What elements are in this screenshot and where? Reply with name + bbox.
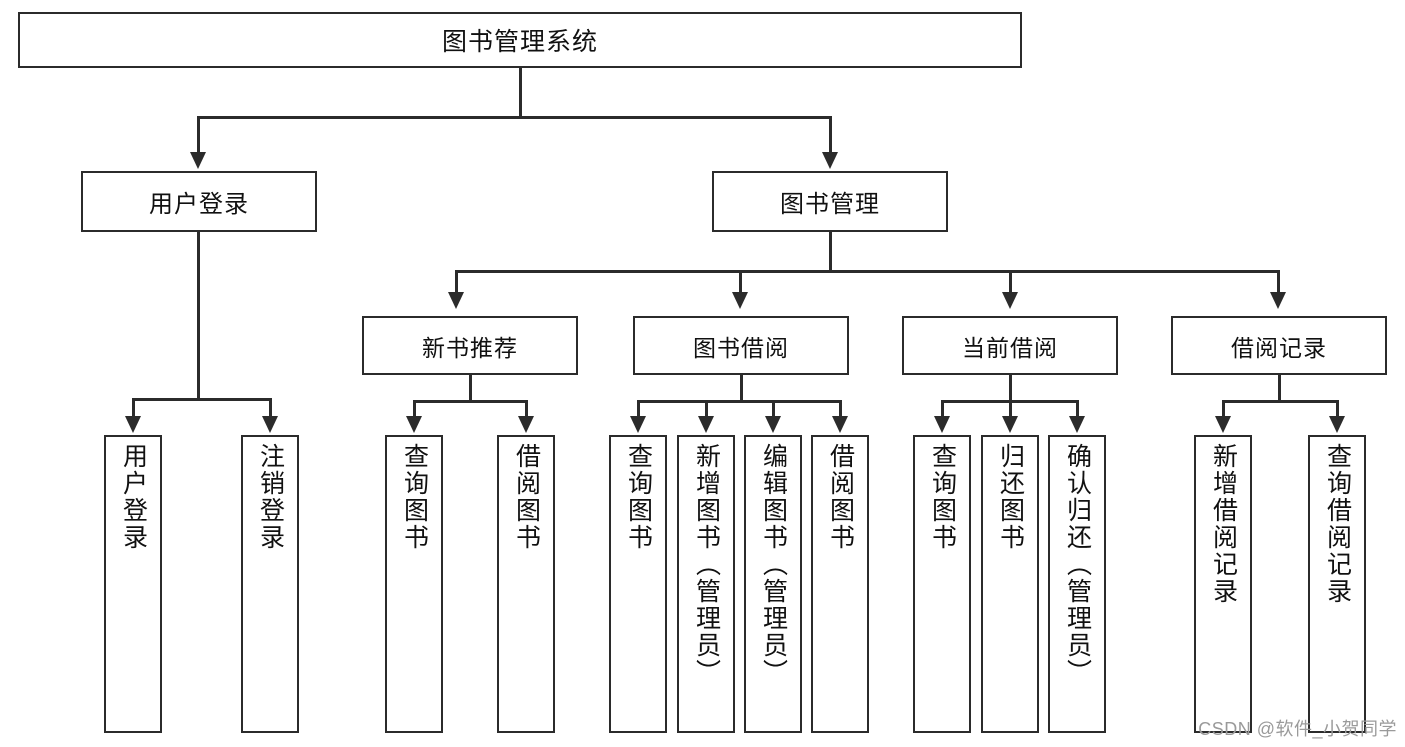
leaf-confirm-return-admin[interactable]: 确认归还（管理员） (1048, 435, 1106, 733)
arrowhead-to-leaf-query-book-1 (406, 416, 422, 433)
leaf-query-book-borrow[interactable]: 查询图书 (609, 435, 667, 733)
node-new-book-recommend[interactable]: 新书推荐 (362, 316, 578, 375)
leaf-label: 新增借阅记录 (1209, 443, 1238, 605)
leaf-query-book-new[interactable]: 查询图书 (385, 435, 443, 733)
connector-level2-bus (197, 116, 831, 119)
connector-to-leaf-query-book-3 (941, 400, 944, 418)
arrowhead-to-leaf-borrow-book-2 (832, 416, 848, 433)
connector-to-leaf-borrow-book-1 (525, 400, 528, 418)
arrowhead-to-leaf-user-login (125, 416, 141, 433)
connector-to-leaf-query-book-2 (637, 400, 640, 418)
arrowhead-to-leaf-add-book (698, 416, 714, 433)
connector-to-leaf-user-login (132, 398, 135, 418)
node-label: 图书借阅 (693, 334, 789, 361)
leaf-label: 用户登录 (119, 443, 148, 551)
node-label: 新书推荐 (422, 334, 518, 361)
arrowhead-to-leaf-query-book-2 (630, 416, 646, 433)
arrowhead-to-book-borrow (732, 292, 748, 309)
connector-to-leaf-borrow-book-2 (839, 400, 842, 418)
node-label: 借阅记录 (1231, 334, 1327, 361)
leaf-label: 确认归还（管理员） (1063, 443, 1092, 686)
connector-to-new-book (455, 270, 458, 294)
connector-root-stem (519, 68, 522, 118)
arrowhead-to-new-book (448, 292, 464, 309)
connector-new-book-bus (413, 400, 527, 403)
arrowhead-to-book-management (822, 152, 838, 169)
node-book-borrow[interactable]: 图书借阅 (633, 316, 849, 375)
node-root-library-system[interactable]: 图书管理系统 (18, 12, 1022, 68)
connector-book-management-stem (829, 232, 832, 272)
connector-user-login-bus (132, 398, 271, 401)
arrowhead-to-borrow-record (1270, 292, 1286, 309)
connector-to-leaf-query-book-1 (413, 400, 416, 418)
connector-book-borrow-stem (740, 375, 743, 402)
leaf-label: 编辑图书（管理员） (759, 443, 788, 686)
connector-to-current-borrow (1009, 270, 1012, 294)
connector-to-leaf-confirm-return (1076, 400, 1079, 418)
leaf-label: 归还图书 (996, 443, 1025, 551)
leaf-user-login[interactable]: 用户登录 (104, 435, 162, 733)
arrowhead-to-leaf-query-book-3 (934, 416, 950, 433)
arrowhead-to-leaf-edit-book (765, 416, 781, 433)
leaf-borrow-book-borrow[interactable]: 借阅图书 (811, 435, 869, 733)
connector-level3-bus (455, 270, 1279, 273)
arrowhead-to-user-login (190, 152, 206, 169)
arrowhead-to-leaf-query-record (1329, 416, 1345, 433)
arrowhead-to-leaf-logout (262, 416, 278, 433)
node-label: 用户登录 (149, 191, 249, 218)
arrowhead-to-leaf-confirm-return (1069, 416, 1085, 433)
leaf-query-book-current[interactable]: 查询图书 (913, 435, 971, 733)
leaf-return-book[interactable]: 归还图书 (981, 435, 1039, 733)
connector-to-book-management (829, 116, 832, 154)
connector-to-borrow-record (1277, 270, 1280, 294)
leaf-label: 借阅图书 (826, 443, 855, 551)
leaf-label: 查询图书 (624, 443, 653, 551)
leaf-label: 借阅图书 (512, 443, 541, 551)
connector-to-leaf-edit-book (772, 400, 775, 418)
leaf-label: 注销登录 (256, 443, 285, 551)
node-label: 图书管理系统 (441, 28, 598, 56)
leaf-label: 查询借阅记录 (1323, 443, 1352, 605)
connector-to-user-login (197, 116, 200, 154)
connector-to-book-borrow (739, 270, 742, 294)
connector-to-leaf-add-book (705, 400, 708, 418)
connector-to-leaf-query-record (1336, 400, 1339, 418)
connector-new-book-stem (469, 375, 472, 402)
leaf-logout[interactable]: 注销登录 (241, 435, 299, 733)
connector-to-leaf-logout (269, 398, 272, 418)
connector-book-borrow-bus (637, 400, 841, 403)
arrowhead-to-leaf-add-record (1215, 416, 1231, 433)
leaf-label: 查询图书 (400, 443, 429, 551)
node-borrow-record[interactable]: 借阅记录 (1171, 316, 1387, 375)
leaf-edit-book-admin[interactable]: 编辑图书（管理员） (744, 435, 802, 733)
arrowhead-to-leaf-return-book (1002, 416, 1018, 433)
node-label: 当前借阅 (962, 334, 1058, 361)
connector-user-login-stem (197, 232, 200, 400)
leaf-borrow-book-new[interactable]: 借阅图书 (497, 435, 555, 733)
connector-borrow-record-bus (1222, 400, 1338, 403)
connector-borrow-record-stem (1278, 375, 1281, 402)
leaf-query-borrow-record[interactable]: 查询借阅记录 (1308, 435, 1366, 733)
leaf-add-borrow-record[interactable]: 新增借阅记录 (1194, 435, 1252, 733)
node-user-login[interactable]: 用户登录 (81, 171, 317, 232)
node-book-management[interactable]: 图书管理 (712, 171, 948, 232)
connector-to-leaf-return-book (1009, 400, 1012, 418)
leaf-add-book-admin[interactable]: 新增图书（管理员） (677, 435, 735, 733)
arrowhead-to-current-borrow (1002, 292, 1018, 309)
csdn-watermark: CSDN @软件_小贺同学 (1198, 719, 1397, 739)
connector-to-leaf-add-record (1222, 400, 1225, 418)
leaf-label: 查询图书 (928, 443, 957, 551)
node-current-borrow[interactable]: 当前借阅 (902, 316, 1118, 375)
arrowhead-to-leaf-borrow-book-1 (518, 416, 534, 433)
node-label: 图书管理 (780, 191, 880, 218)
leaf-label: 新增图书（管理员） (692, 443, 721, 686)
connector-current-borrow-stem (1009, 375, 1012, 402)
